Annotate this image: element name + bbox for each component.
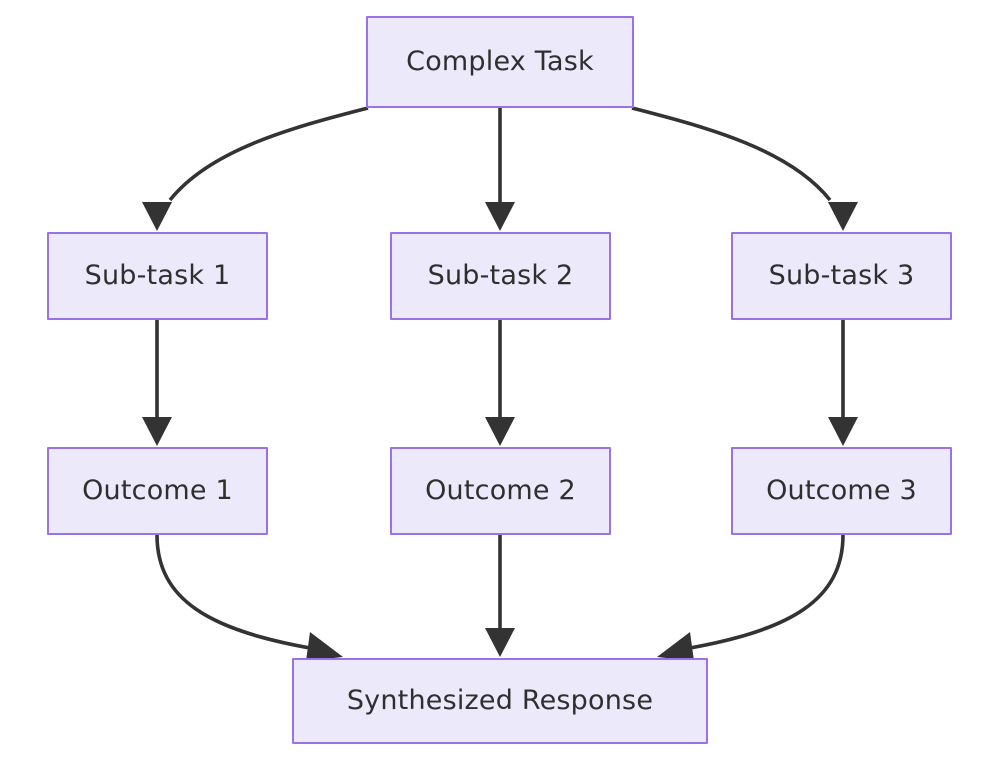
- node-label: Complex Task: [406, 46, 594, 78]
- node-outcome-3[interactable]: Outcome 3: [731, 447, 952, 535]
- node-sub-task-2[interactable]: Sub-task 2: [390, 232, 611, 320]
- node-synthesized-response[interactable]: Synthesized Response: [292, 658, 708, 744]
- node-label: Outcome 3: [766, 475, 917, 507]
- edge-root-to-sub1: [142, 106, 369, 231]
- edge-sub3-to-out3: [828, 320, 858, 446]
- node-label: Outcome 1: [82, 475, 233, 507]
- edge-out3-to-synth: [657, 534, 845, 661]
- node-label: Sub-task 1: [84, 260, 231, 292]
- node-label: Sub-task 3: [768, 260, 915, 292]
- edge-root-to-sub2: [485, 108, 515, 231]
- edge-sub1-to-out1: [142, 320, 172, 446]
- node-outcome-2[interactable]: Outcome 2: [390, 447, 611, 535]
- node-label: Synthesized Response: [346, 685, 654, 717]
- node-sub-task-1[interactable]: Sub-task 1: [47, 232, 268, 320]
- node-sub-task-3[interactable]: Sub-task 3: [731, 232, 952, 320]
- node-label: Sub-task 2: [427, 260, 574, 292]
- node-complex-task[interactable]: Complex Task: [366, 16, 634, 108]
- edge-out2-to-synth: [485, 535, 515, 657]
- edge-root-to-sub3: [631, 106, 858, 231]
- edge-out1-to-synth: [155, 534, 343, 661]
- node-label: Outcome 2: [425, 475, 576, 507]
- edge-sub2-to-out2: [485, 320, 515, 446]
- node-outcome-1[interactable]: Outcome 1: [47, 447, 268, 535]
